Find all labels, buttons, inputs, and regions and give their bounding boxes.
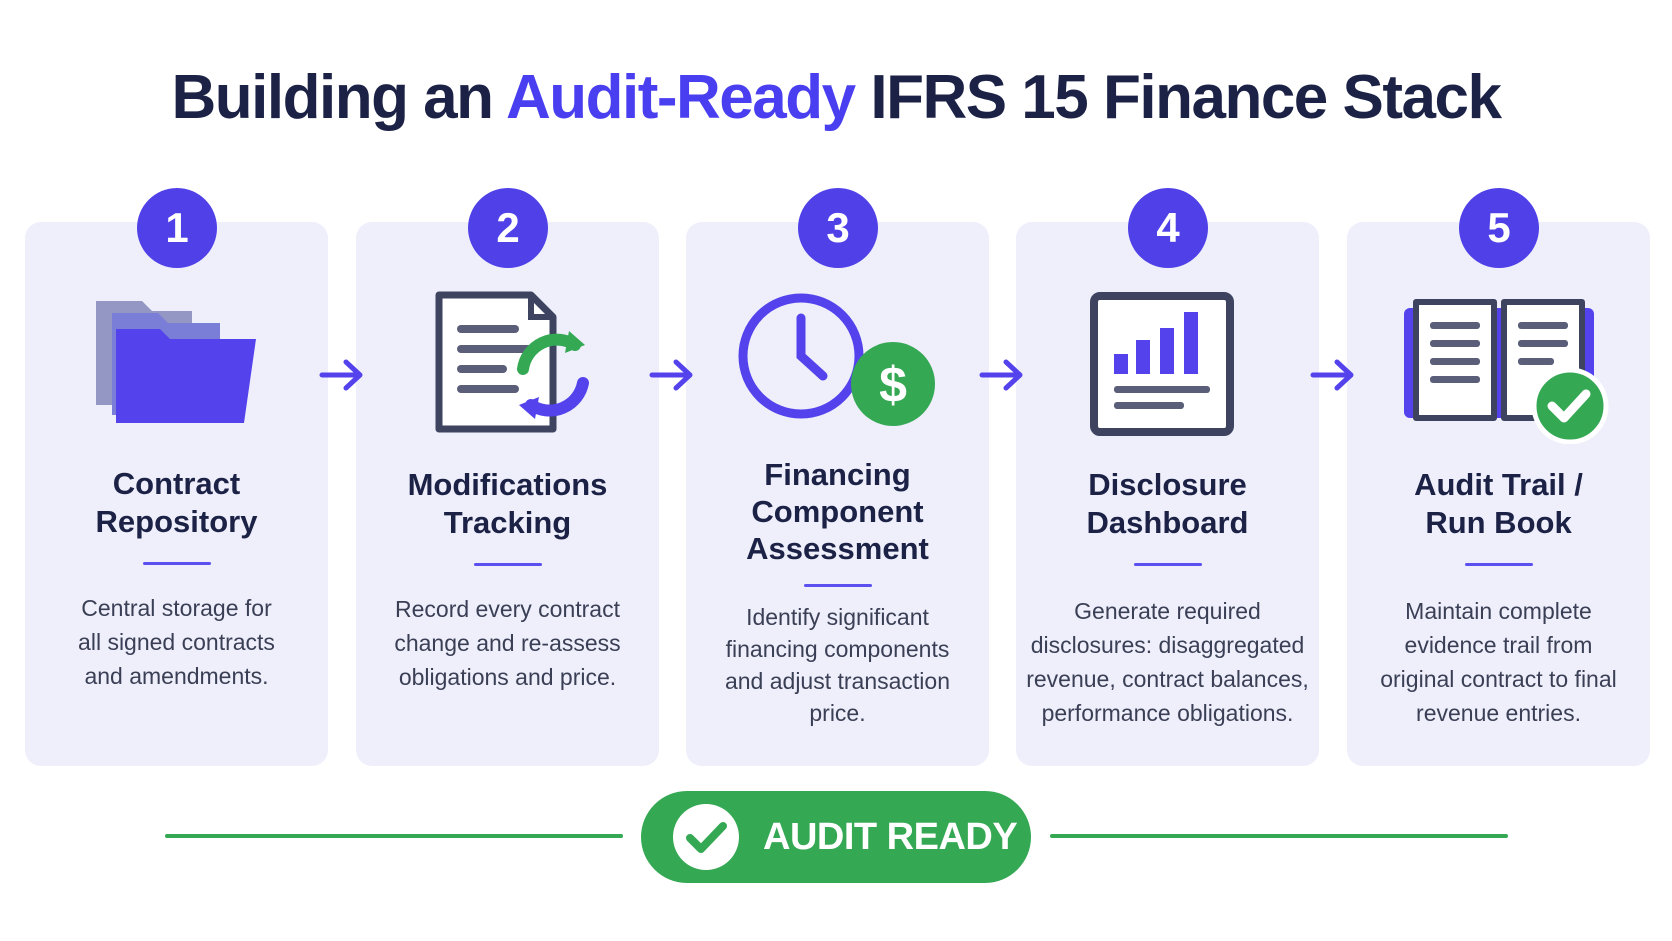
description-line: change and re-assess [394, 630, 621, 656]
step-5-heading: Audit Trail / Run Book [1347, 466, 1650, 542]
arrow-right-icon [319, 359, 363, 391]
step-5-description: Maintain complete evidence trail from or… [1347, 594, 1650, 730]
heading-line: Repository [95, 504, 258, 539]
step-2-description: Record every contract change and re-asse… [356, 592, 659, 694]
step-4-description: Generate required disclosures: disaggreg… [1016, 594, 1319, 730]
footer-line-right [1050, 834, 1508, 838]
description-line: Identify significant [746, 604, 929, 630]
step-number-badge: 3 [798, 188, 878, 268]
heading-line: Modifications [407, 467, 608, 502]
step-3-heading: Financing Component Assessment [686, 456, 989, 567]
bar-chart-dashboard-icon [1090, 292, 1234, 436]
description-line: Generate required [1074, 598, 1261, 624]
heading-line: Financing [764, 457, 911, 492]
description-line: and adjust transaction [724, 668, 951, 694]
description-line: Record every contract [395, 596, 620, 622]
heading-underline [804, 584, 872, 587]
open-book-check-icon [1404, 299, 1609, 444]
title-after: IFRS 15 Finance Stack [870, 63, 1502, 132]
audit-ready-badge: AUDIT READY [641, 791, 1031, 883]
clock-dollar-icon: $ [738, 293, 935, 426]
heading-line: Tracking [443, 505, 572, 540]
description-line: evidence trail from [1404, 632, 1593, 658]
heading-underline [474, 563, 542, 566]
arrow-right-icon [1310, 359, 1354, 391]
heading-underline [143, 562, 211, 565]
description-line: revenue entries. [1416, 700, 1581, 726]
description-line: disclosures: disaggregated [1030, 632, 1305, 658]
description-line: Central storage for [81, 595, 272, 621]
description-line: revenue, contract balances, [1026, 666, 1309, 692]
step-number-badge: 2 [468, 188, 548, 268]
heading-line: Component [751, 494, 924, 529]
step-1-description: Central storage for all signed contracts… [25, 591, 328, 693]
svg-text:$: $ [879, 357, 907, 413]
step-number-badge: 5 [1459, 188, 1539, 268]
description-line: financing components [725, 636, 950, 662]
document-sync-icon [435, 291, 589, 433]
folder-stack-icon [96, 301, 256, 423]
heading-line: Dashboard [1086, 505, 1249, 540]
description-line: Maintain complete [1405, 598, 1592, 624]
arrow-right-icon [649, 359, 693, 391]
heading-underline [1134, 563, 1202, 566]
description-line: original contract to final [1380, 666, 1617, 692]
description-line: all signed contracts [78, 629, 275, 655]
heading-line: Disclosure [1088, 467, 1247, 502]
description-line: price. [809, 700, 866, 726]
description-line: obligations and price. [398, 664, 617, 690]
step-3-description: Identify significant financing component… [686, 601, 989, 729]
check-circle-icon [673, 804, 739, 870]
heading-line: Audit Trail / [1414, 467, 1583, 502]
step-4-heading: Disclosure Dashboard [1016, 466, 1319, 542]
step-number-badge: 4 [1128, 188, 1208, 268]
heading-line: Run Book [1425, 505, 1572, 540]
arrow-right-icon [979, 359, 1023, 391]
heading-line: Assessment [746, 531, 929, 566]
step-1-heading: Contract Repository [25, 465, 328, 541]
step-number-badge: 1 [137, 188, 217, 268]
heading-underline [1465, 563, 1533, 566]
page-title: Building an Audit-Ready IFRS 15 Finance … [0, 62, 1672, 133]
title-before: Building an [171, 63, 495, 132]
heading-line: Contract [112, 466, 241, 501]
step-2-heading: Modifications Tracking [356, 466, 659, 542]
title-highlight: Audit-Ready [505, 63, 856, 132]
audit-ready-label: AUDIT READY [763, 816, 1018, 858]
footer-line-left [165, 834, 623, 838]
description-line: performance obligations. [1041, 700, 1294, 726]
description-line: and amendments. [84, 663, 269, 689]
